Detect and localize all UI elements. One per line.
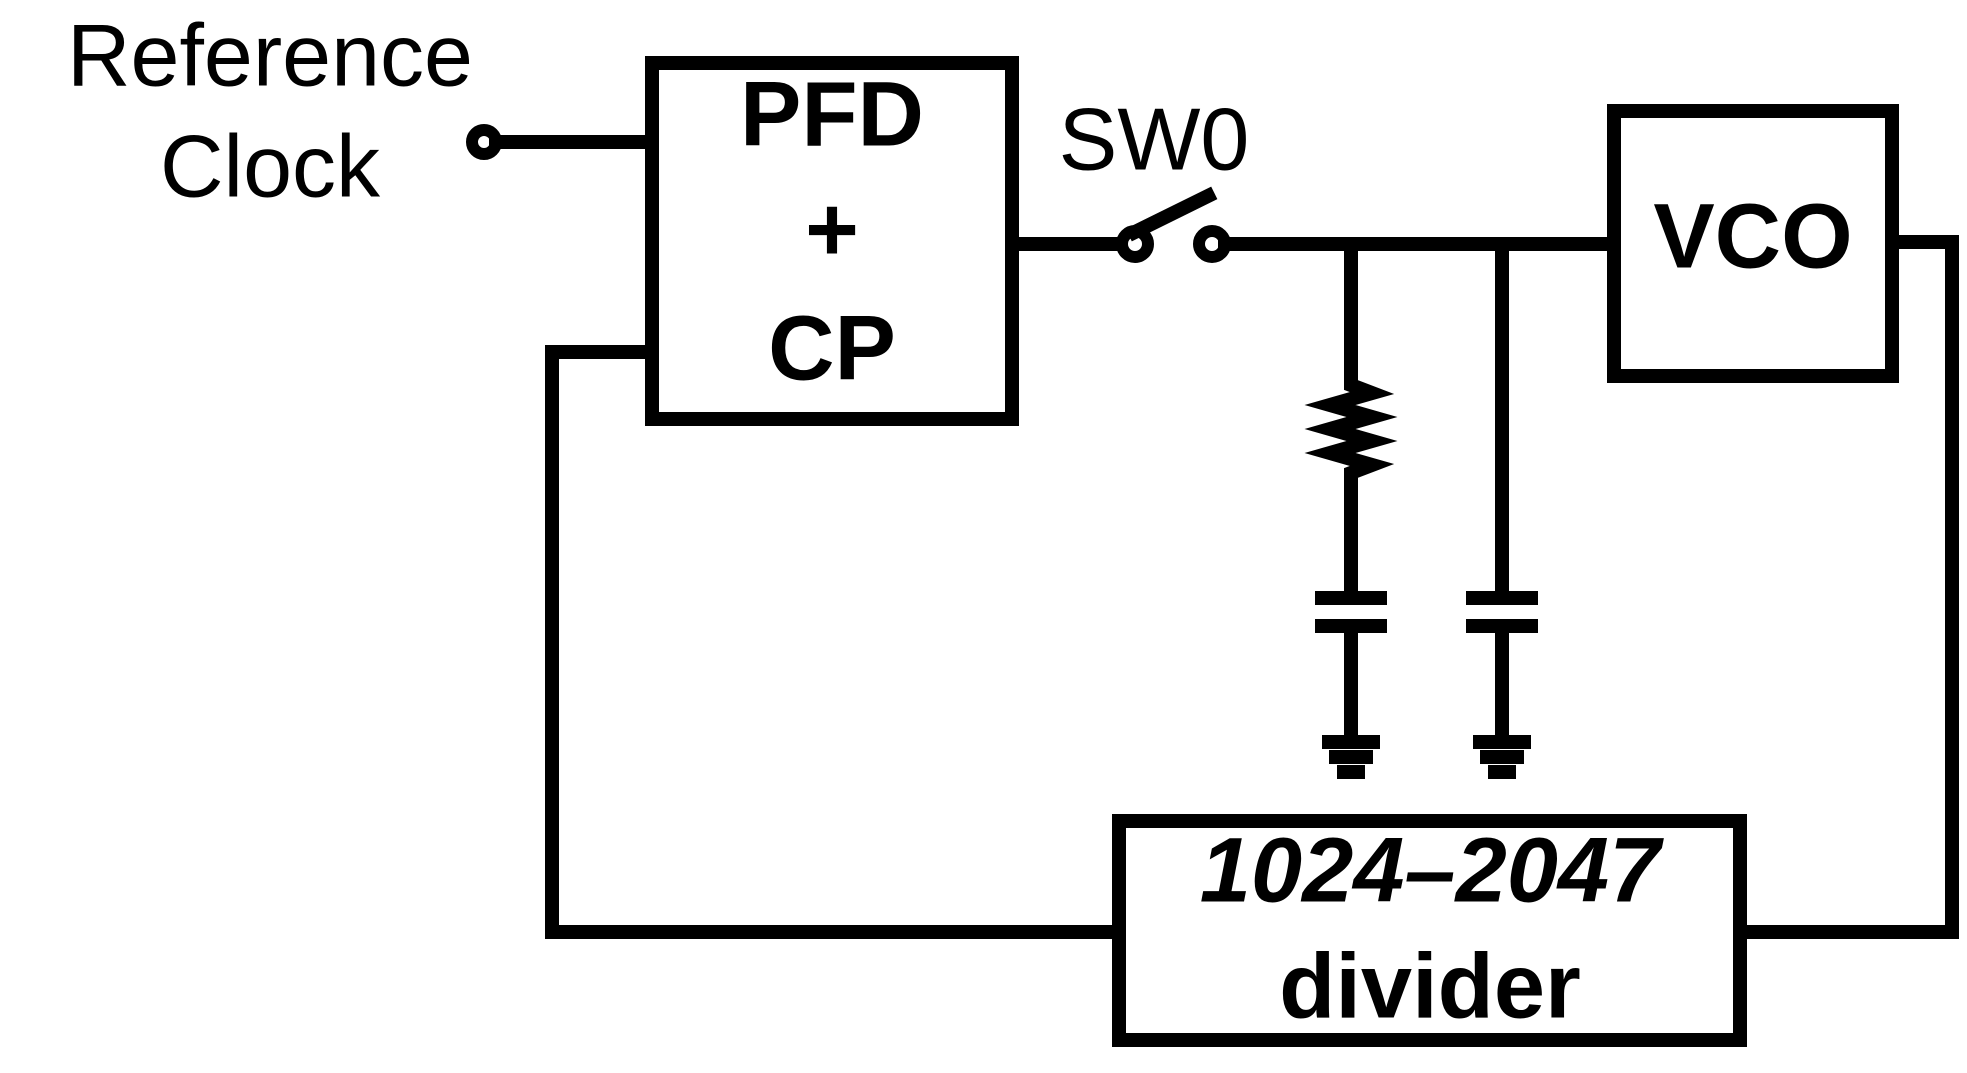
pfd-label: PFD [740, 63, 924, 165]
vco-output-wire [1733, 235, 1959, 939]
vco-label: VCO [1653, 185, 1852, 287]
plus-label: + [805, 178, 859, 280]
divider-ratio-label: 1024–2047 [1200, 819, 1664, 921]
reference-clock-label-line1: Reference [67, 5, 473, 104]
feedback-wire [545, 345, 1126, 939]
cp-label: CP [768, 297, 896, 399]
divider-label: divider [1279, 935, 1581, 1037]
sw0-switch-blade [1125, 186, 1218, 242]
resistor [1304, 237, 1398, 605]
switch-label: SW0 [1059, 89, 1250, 188]
reference-clock-label-line2: Clock [160, 116, 381, 215]
